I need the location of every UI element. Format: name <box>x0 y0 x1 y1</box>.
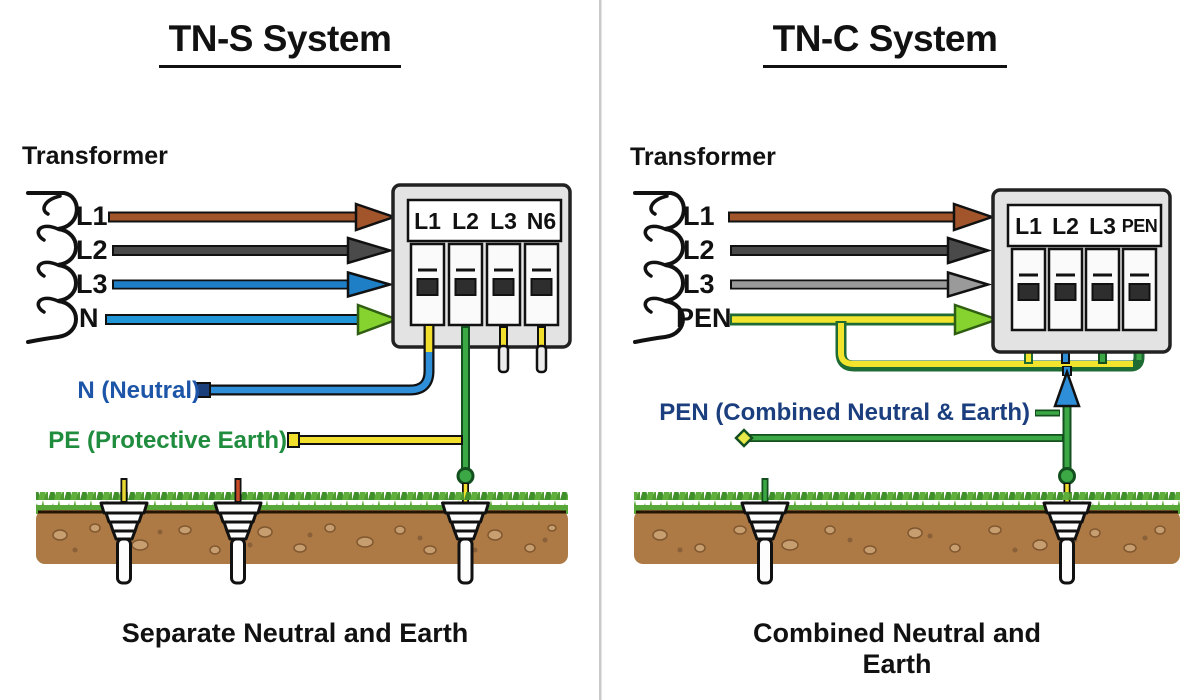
distribution-panel-right <box>991 188 1172 354</box>
panel-terminal-label: L3 <box>1089 213 1116 239</box>
breaker-modules <box>1010 247 1158 332</box>
pen-annotation: PEN (Combined Neutral & Earth) <box>659 399 1030 426</box>
l3-arrow <box>112 270 395 299</box>
n-arrow <box>105 303 401 336</box>
caption-right: Combined Neutral and Earth <box>752 618 1042 679</box>
line-label-pen-right: PEN <box>676 303 732 333</box>
breaker-modules <box>409 242 560 327</box>
caption-left: Separate Neutral and Earth <box>121 618 469 648</box>
pen-bus-wire <box>835 321 1145 372</box>
tnc-title: TN-C System <box>735 18 1035 68</box>
panel-terminal-label: L2 <box>452 208 479 234</box>
panel-terminal-label: L2 <box>1052 213 1079 239</box>
distribution-panel-left <box>391 183 572 349</box>
transformer-coil-icon <box>26 191 79 344</box>
l2-arrow <box>112 236 395 265</box>
neutral-annotation: N (Neutral) <box>77 377 200 404</box>
line-label-l1: L1 <box>76 201 108 231</box>
line-label-l1-right: L1 <box>683 201 715 231</box>
electrode-stub-wires-left <box>120 478 242 502</box>
tns-title: TN-S System <box>130 18 430 68</box>
pe-wire <box>287 432 463 448</box>
ground-left <box>36 492 568 564</box>
l1-arrow <box>108 202 398 232</box>
pe-annotation: PE (Protective Earth) <box>48 427 287 454</box>
divider <box>599 0 602 700</box>
panel-stub-wires-left <box>497 326 548 374</box>
pebbles <box>52 523 557 555</box>
line-label-l2: L2 <box>76 235 108 265</box>
pen-arrow <box>730 303 1001 336</box>
panel-terminal-label: L1 <box>414 208 441 234</box>
transformer-label-right: Transformer <box>630 143 776 171</box>
line-label-l3: L3 <box>76 269 108 299</box>
l2-arrow-right <box>730 236 993 265</box>
line-label-l3-right: L3 <box>683 269 715 299</box>
soil-specks <box>72 529 548 553</box>
panel-terminal-label: L1 <box>1015 213 1042 239</box>
pebbles <box>652 525 1166 555</box>
panel-terminal-label: L3 <box>490 208 517 234</box>
neutral-wire <box>196 326 435 398</box>
up-arrow-icon <box>1053 368 1081 408</box>
transformer-label-left: Transformer <box>22 142 168 170</box>
ground-right <box>634 492 1180 564</box>
line-label-n: N <box>79 303 99 333</box>
panel-terminal-label: PEN <box>1121 216 1158 236</box>
l1-arrow-right <box>728 202 996 232</box>
pen-annotation-wires <box>734 409 1063 448</box>
l3-arrow-right <box>730 270 993 299</box>
panel-terminal-label: N6 <box>526 208 557 234</box>
line-label-l2-right: L2 <box>683 235 715 265</box>
